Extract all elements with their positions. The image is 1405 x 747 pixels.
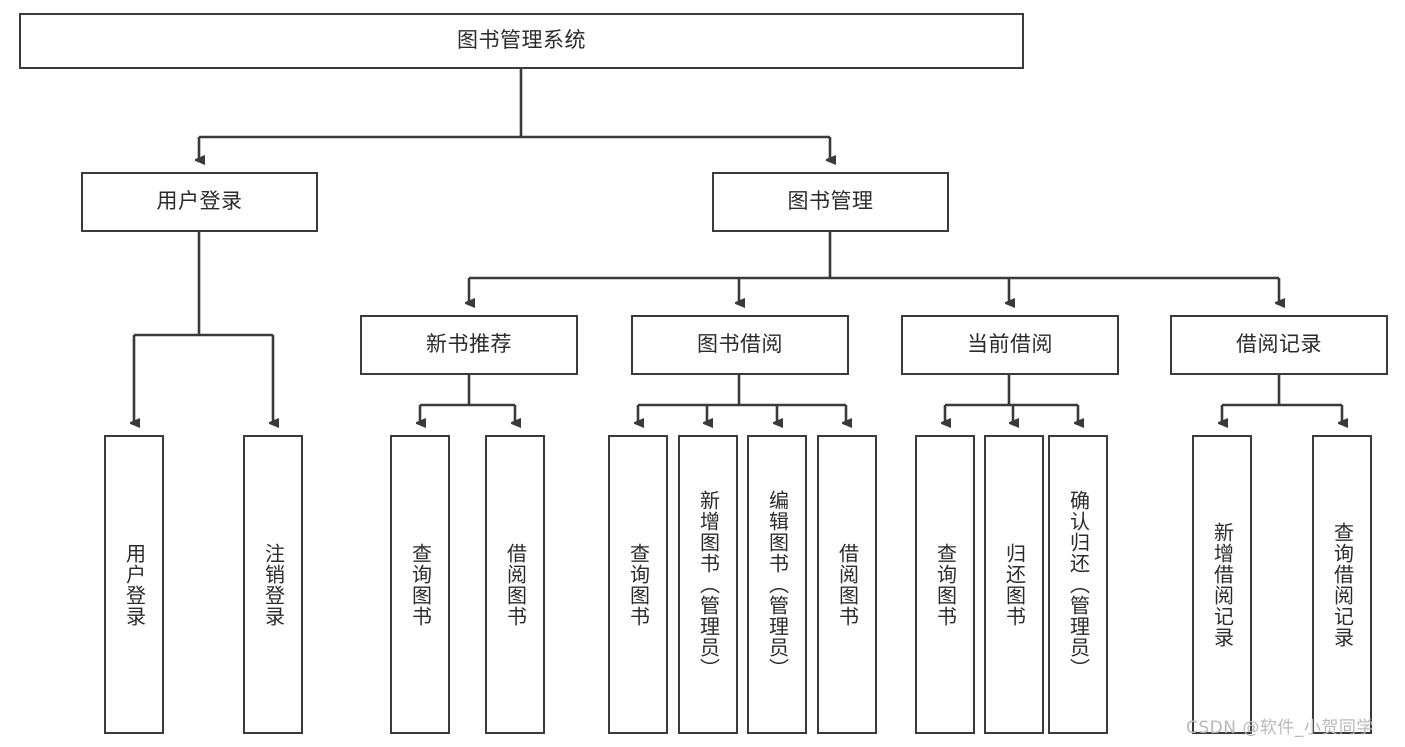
leaf-query-book-3[interactable]: 查询图书	[915, 435, 975, 734]
leaf-add-record-label: 新增借阅记录	[1210, 521, 1235, 648]
leaf-return-book[interactable]: 归还图书	[984, 435, 1044, 734]
node-book-management[interactable]: 图书管理	[712, 172, 949, 232]
leaf-query-book-1-label: 查询图书	[408, 542, 433, 627]
node-current-borrow[interactable]: 当前借阅	[901, 315, 1119, 375]
leaf-borrow-book-1[interactable]: 借阅图书	[485, 435, 545, 734]
leaf-add-book[interactable]: 新增图书（管理员）	[678, 435, 738, 734]
leaf-borrow-book-2[interactable]: 借阅图书	[817, 435, 877, 734]
leaf-query-book-2[interactable]: 查询图书	[608, 435, 668, 734]
node-user-login[interactable]: 用户登录	[81, 172, 318, 232]
leaf-query-record[interactable]: 查询借阅记录	[1312, 435, 1372, 734]
leaf-confirm-return[interactable]: 确认归还（管理员）	[1048, 435, 1108, 734]
leaf-query-book-3-label: 查询图书	[933, 542, 958, 627]
node-current-borrow-label: 当前借阅	[967, 332, 1053, 357]
leaf-confirm-return-label: 确认归还（管理员）	[1066, 490, 1091, 679]
leaf-query-book-1[interactable]: 查询图书	[390, 435, 450, 734]
leaf-edit-book[interactable]: 编辑图书（管理员）	[747, 435, 807, 734]
node-root-label: 图书管理系统	[457, 28, 586, 53]
leaf-edit-book-label: 编辑图书（管理员）	[765, 490, 790, 679]
node-user-login-label: 用户登录	[156, 189, 243, 214]
leaf-user-logout[interactable]: 注销登录	[243, 435, 303, 734]
node-root[interactable]: 图书管理系统	[19, 13, 1024, 69]
leaf-borrow-book-1-label: 借阅图书	[503, 542, 528, 627]
node-new-book-recommend[interactable]: 新书推荐	[360, 315, 578, 375]
node-book-borrow-label: 图书借阅	[697, 332, 783, 357]
leaf-return-book-label: 归还图书	[1002, 542, 1027, 627]
node-book-management-label: 图书管理	[787, 189, 874, 214]
leaf-user-logout-label: 注销登录	[261, 542, 286, 627]
leaf-add-book-label: 新增图书（管理员）	[696, 490, 721, 679]
leaf-user-login-label: 用户登录	[122, 542, 147, 627]
csdn-watermark: CSDN @软件_小贺同学	[1186, 718, 1374, 738]
leaf-borrow-book-2-label: 借阅图书	[835, 542, 860, 627]
node-borrow-records[interactable]: 借阅记录	[1170, 315, 1388, 375]
node-book-borrow[interactable]: 图书借阅	[631, 315, 849, 375]
node-borrow-records-label: 借阅记录	[1236, 332, 1322, 357]
leaf-query-book-2-label: 查询图书	[626, 542, 651, 627]
leaf-user-login[interactable]: 用户登录	[104, 435, 164, 734]
node-new-book-recommend-label: 新书推荐	[426, 332, 512, 357]
leaf-query-record-label: 查询借阅记录	[1330, 521, 1355, 648]
leaf-add-record[interactable]: 新增借阅记录	[1192, 435, 1252, 734]
